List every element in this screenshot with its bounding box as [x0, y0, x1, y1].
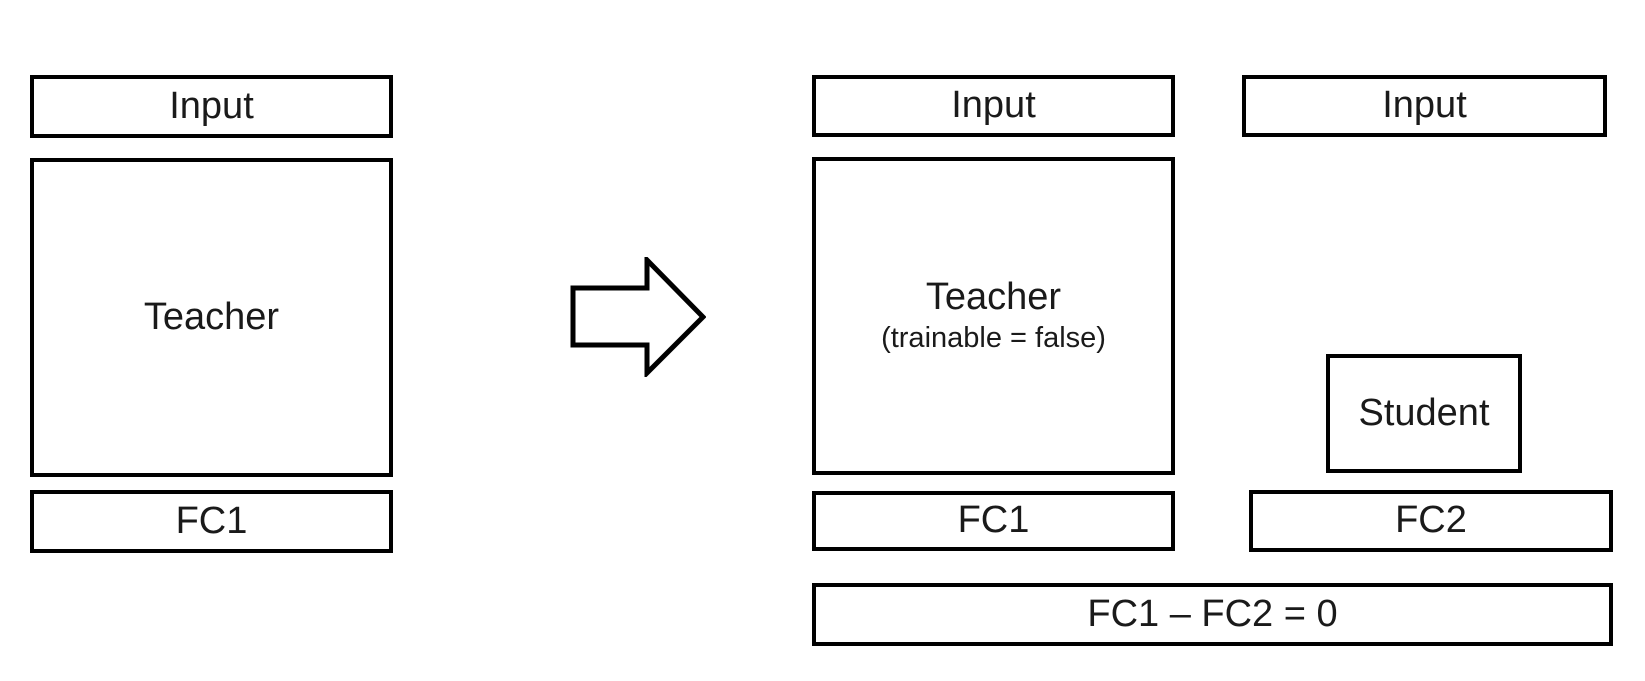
student-box: Student [1326, 354, 1522, 473]
teacher-input-box: Input [812, 75, 1175, 137]
teacher-fc1-box: FC1 [812, 491, 1175, 551]
student-fc2-label: FC2 [1395, 499, 1467, 542]
left-fc1-box: FC1 [30, 490, 393, 553]
student-label: Student [1358, 391, 1490, 434]
constraint-label: FC1 – FC2 = 0 [1087, 592, 1338, 635]
student-fc2-box: FC2 [1249, 490, 1613, 552]
left-fc1-label: FC1 [175, 499, 248, 542]
left-input-label: Input [169, 84, 254, 127]
student-input-label: Input [1382, 84, 1467, 127]
teacher-fc1-label: FC1 [957, 499, 1030, 542]
right-block-arrow-icon [570, 253, 707, 380]
teacher-input-label: Input [951, 84, 1036, 127]
left-teacher-box: Teacher [30, 158, 393, 477]
left-teacher-label: Teacher [143, 295, 280, 338]
frozen-teacher-note: (trainable = false) [881, 321, 1106, 354]
student-input-box: Input [1242, 75, 1607, 137]
constraint-box: FC1 – FC2 = 0 [812, 583, 1613, 646]
frozen-teacher-label: Teacher [925, 275, 1062, 318]
frozen-teacher-box: Teacher (trainable = false) [812, 157, 1175, 475]
left-input-box: Input [30, 75, 393, 138]
frozen-teacher-text: Teacher (trainable = false) [881, 275, 1106, 356]
